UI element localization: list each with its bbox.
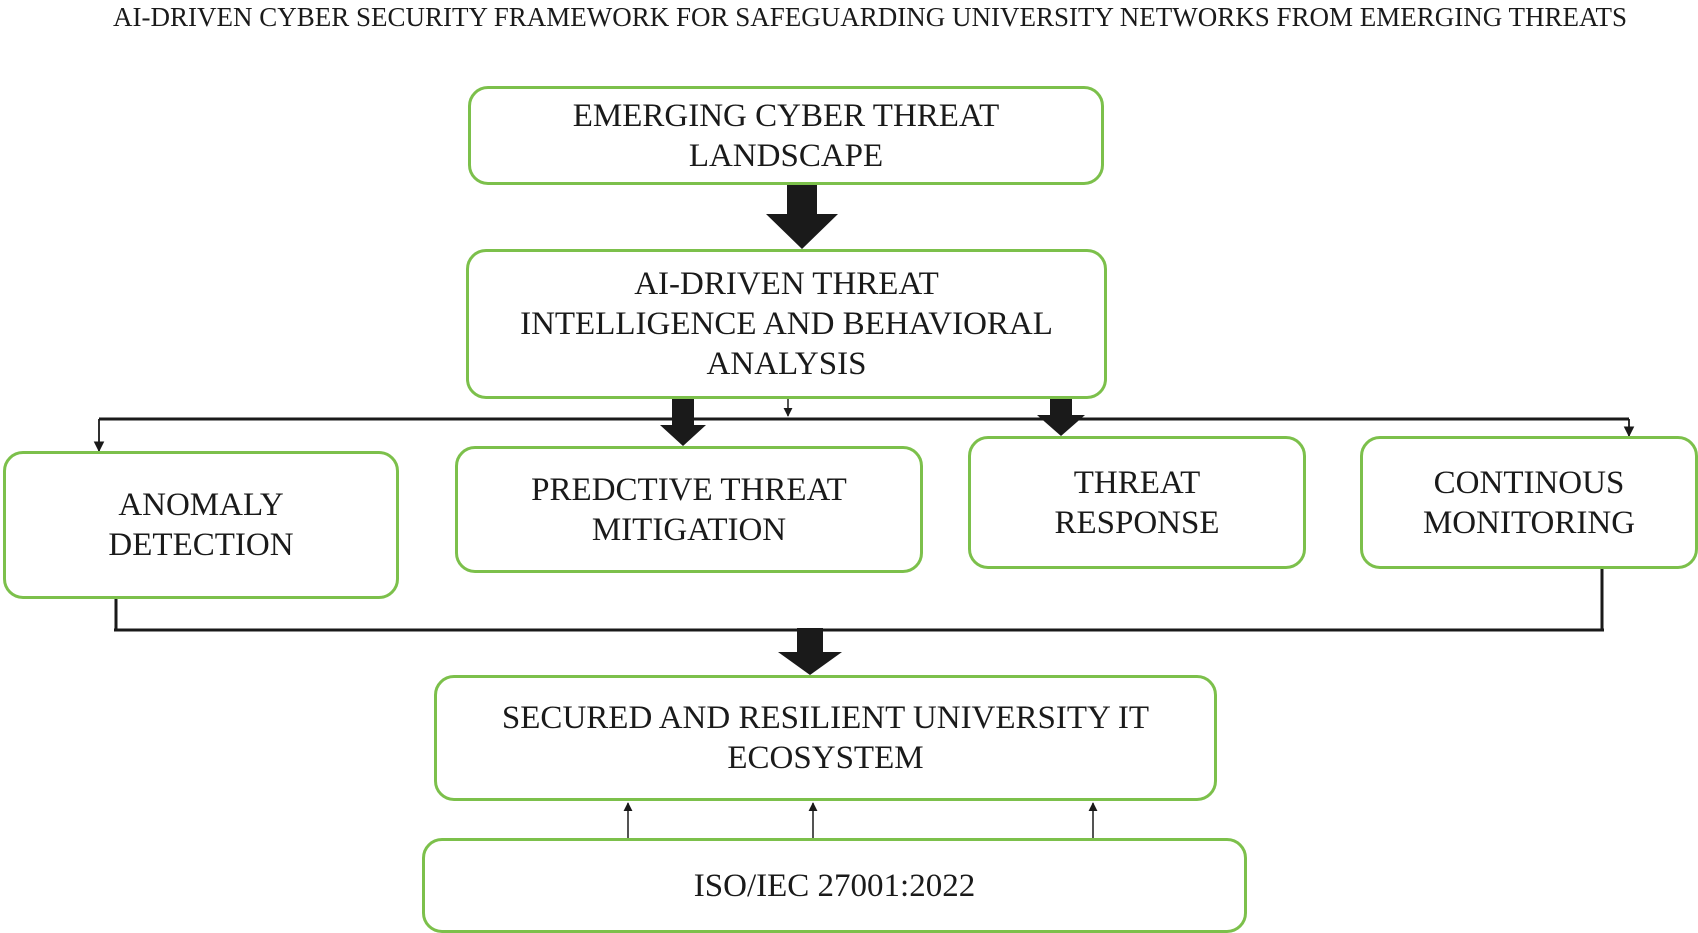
node-label: ANOMALY DETECTION	[108, 487, 294, 563]
node-anomaly-detection: ANOMALY DETECTION	[3, 451, 399, 599]
arrow-to-secured-ecosystem	[778, 628, 842, 675]
node-label: CONTINOUS MONITORING	[1422, 464, 1636, 541]
arrow-to-predictive-mitigation	[660, 397, 706, 446]
node-secured-resilient-ecosystem: SECURED AND RESILIENT UNIVERSITY IT ECOS…	[434, 675, 1217, 801]
node-iso-iec-27001: ISO/IEC 27001:2022	[422, 838, 1247, 933]
node-ai-driven-threat-intelligence: AI-DRIVEN THREAT INTELLIGENCE AND BEHAVI…	[466, 249, 1107, 399]
node-label: ISO/IEC 27001:2022	[693, 867, 976, 904]
arrow-emerging-to-ai-analysis	[766, 184, 838, 249]
node-label: PREDCTIVE THREAT MITIGATION	[531, 471, 847, 548]
node-label: AI-DRIVEN THREAT INTELLIGENCE AND BEHAVI…	[520, 266, 1053, 382]
node-threat-response: THREAT RESPONSE	[968, 436, 1306, 569]
node-emerging-cyber-threat-landscape: EMERGING CYBER THREAT LANDSCAPE	[468, 86, 1104, 185]
node-predictive-threat-mitigation: PREDCTIVE THREAT MITIGATION	[455, 446, 923, 573]
node-continous-monitoring: CONTINOUS MONITORING	[1360, 436, 1698, 569]
arrow-to-threat-response	[1037, 397, 1085, 436]
diagram-title: AI-DRIVEN CYBER SECURITY FRAMEWORK FOR S…	[112, 2, 1628, 32]
node-label: SECURED AND RESILIENT UNIVERSITY IT ECOS…	[501, 700, 1150, 776]
node-label: THREAT RESPONSE	[1054, 464, 1220, 541]
node-label: EMERGING CYBER THREAT LANDSCAPE	[572, 97, 1000, 174]
